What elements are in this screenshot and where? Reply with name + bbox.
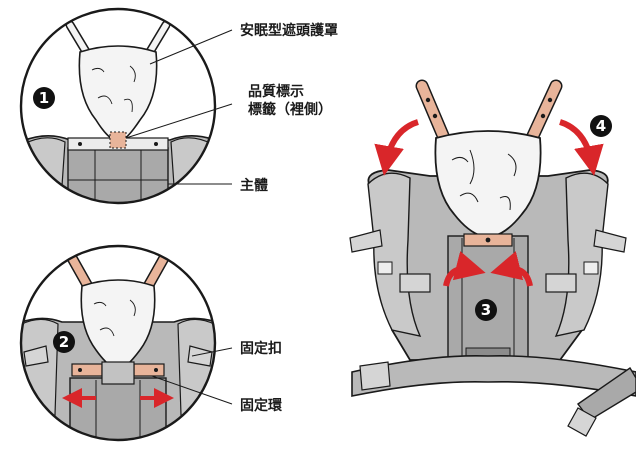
detail-circle-bottom xyxy=(19,244,217,442)
step-number-1: 1 xyxy=(39,89,49,107)
step-number-3: 3 xyxy=(481,301,491,319)
main-body-label: 主體 xyxy=(240,177,268,194)
step-badge-icon xyxy=(590,115,612,137)
step-badge-2: 2 xyxy=(53,331,75,353)
hood-icon xyxy=(78,45,158,141)
main-carrier xyxy=(349,79,636,437)
quality-tag-label-line1: 品質標示 xyxy=(248,83,304,100)
quality-tag-icon xyxy=(109,131,127,149)
step-badge-icon xyxy=(53,331,75,353)
buckle-icon xyxy=(23,345,213,367)
quality-tag-label-line2: 標籤（裡側） xyxy=(248,101,332,118)
step-badge-icon xyxy=(475,299,497,321)
buckle-label: 固定扣 xyxy=(240,340,282,357)
hood-label: 安眠型遮頭護罩 xyxy=(240,22,338,39)
step-number-4: 4 xyxy=(596,117,606,135)
step-number-2: 2 xyxy=(59,333,69,351)
step-badge-icon xyxy=(33,87,55,109)
leader-lines xyxy=(125,29,233,405)
step-badge-4: 4 xyxy=(590,115,612,137)
ring-label: 固定環 xyxy=(240,397,283,414)
step-badge-3: 3 xyxy=(475,299,497,321)
step-badge-1: 1 xyxy=(33,87,55,109)
